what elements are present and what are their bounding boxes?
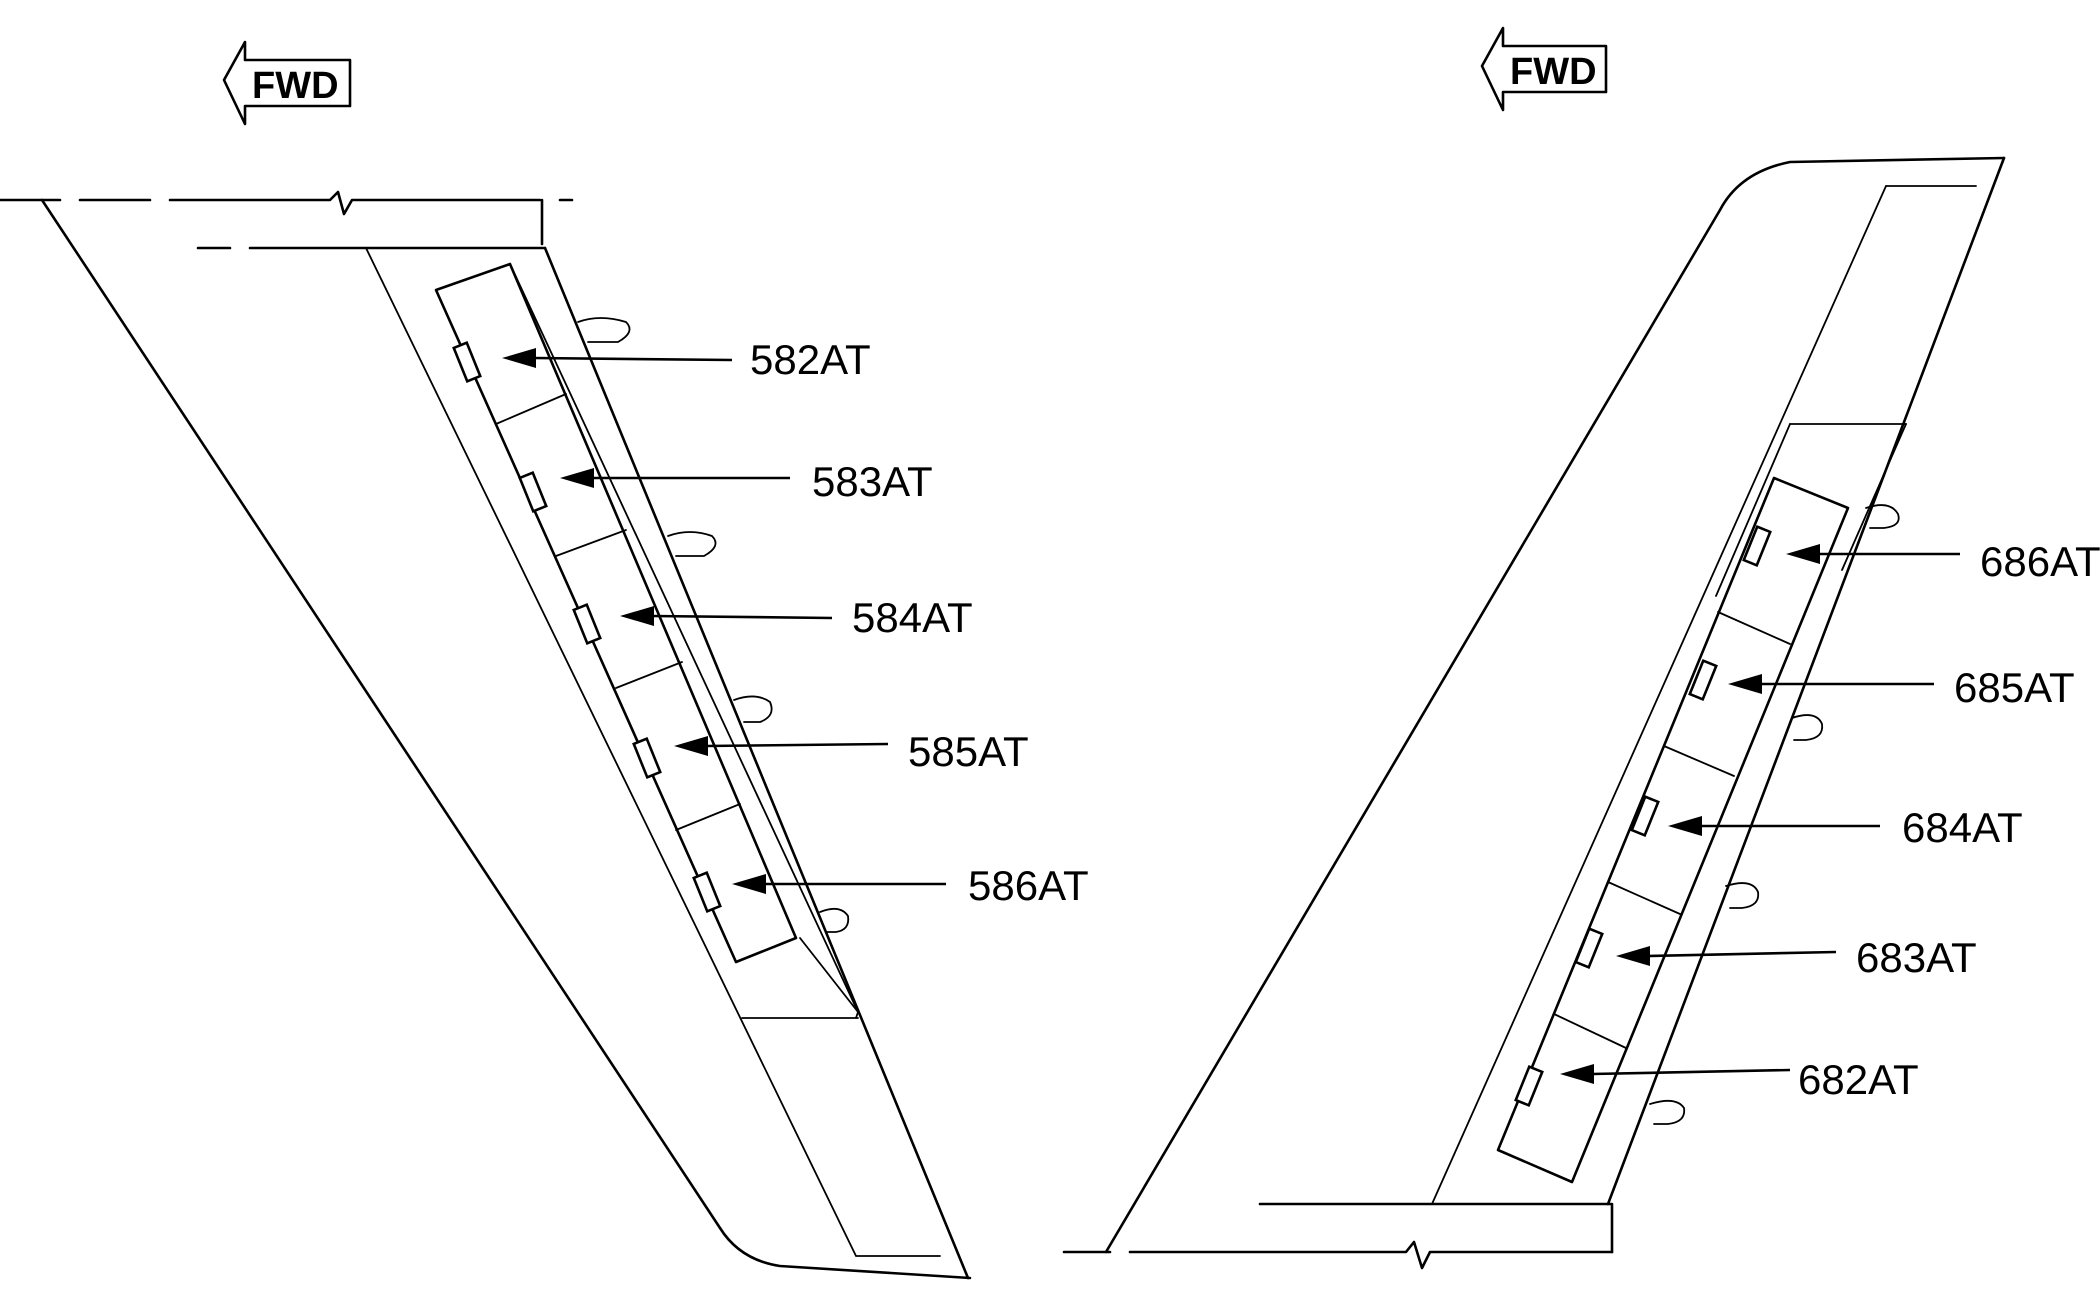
label-586AT: 586AT — [968, 862, 1089, 909]
label-585AT: 585AT — [908, 728, 1029, 775]
fwd-label-right: FWD — [1510, 51, 1597, 93]
callout-684AT: 684AT — [1668, 804, 2023, 851]
fwd-arrow-right: FWD — [1480, 26, 1608, 112]
left-callouts: 582AT 583AT 584AT 585AT 586AT — [502, 336, 1089, 909]
right-callouts: 686AT 685AT 684AT 683AT 682AT — [1560, 538, 2100, 1103]
left-wing — [0, 190, 972, 1280]
callout-683AT: 683AT — [1616, 934, 1977, 981]
callout-582AT: 582AT — [502, 336, 871, 383]
sensor-683AT — [1574, 926, 1604, 970]
label-686AT: 686AT — [1980, 538, 2100, 585]
label-685AT: 685AT — [1954, 664, 2075, 711]
callout-585AT: 585AT — [674, 728, 1029, 775]
callout-685AT: 685AT — [1728, 664, 2075, 711]
sensor-682AT — [1514, 1064, 1544, 1108]
sensor-583AT — [518, 470, 548, 514]
callout-586AT: 586AT — [732, 862, 1089, 909]
label-684AT: 684AT — [1902, 804, 2023, 851]
callout-584AT: 584AT — [620, 594, 973, 641]
fwd-label-left: FWD — [252, 65, 339, 107]
label-584AT: 584AT — [852, 594, 973, 641]
sensor-686AT — [1742, 524, 1772, 568]
callout-686AT: 686AT — [1786, 538, 2100, 585]
label-583AT: 583AT — [812, 458, 933, 505]
right-wing — [1062, 156, 2006, 1270]
sensor-684AT — [1630, 794, 1660, 838]
callout-583AT: 583AT — [560, 458, 933, 505]
sensor-582AT — [452, 340, 482, 384]
fwd-arrow-left: FWD — [222, 40, 352, 126]
label-682AT: 682AT — [1798, 1056, 1919, 1103]
sensor-584AT — [572, 602, 602, 646]
callout-682AT: 682AT — [1560, 1056, 1919, 1103]
label-582AT: 582AT — [750, 336, 871, 383]
label-683AT: 683AT — [1856, 934, 1977, 981]
sensor-586AT — [692, 870, 722, 914]
sensor-585AT — [632, 736, 662, 780]
sensor-685AT — [1688, 658, 1718, 702]
